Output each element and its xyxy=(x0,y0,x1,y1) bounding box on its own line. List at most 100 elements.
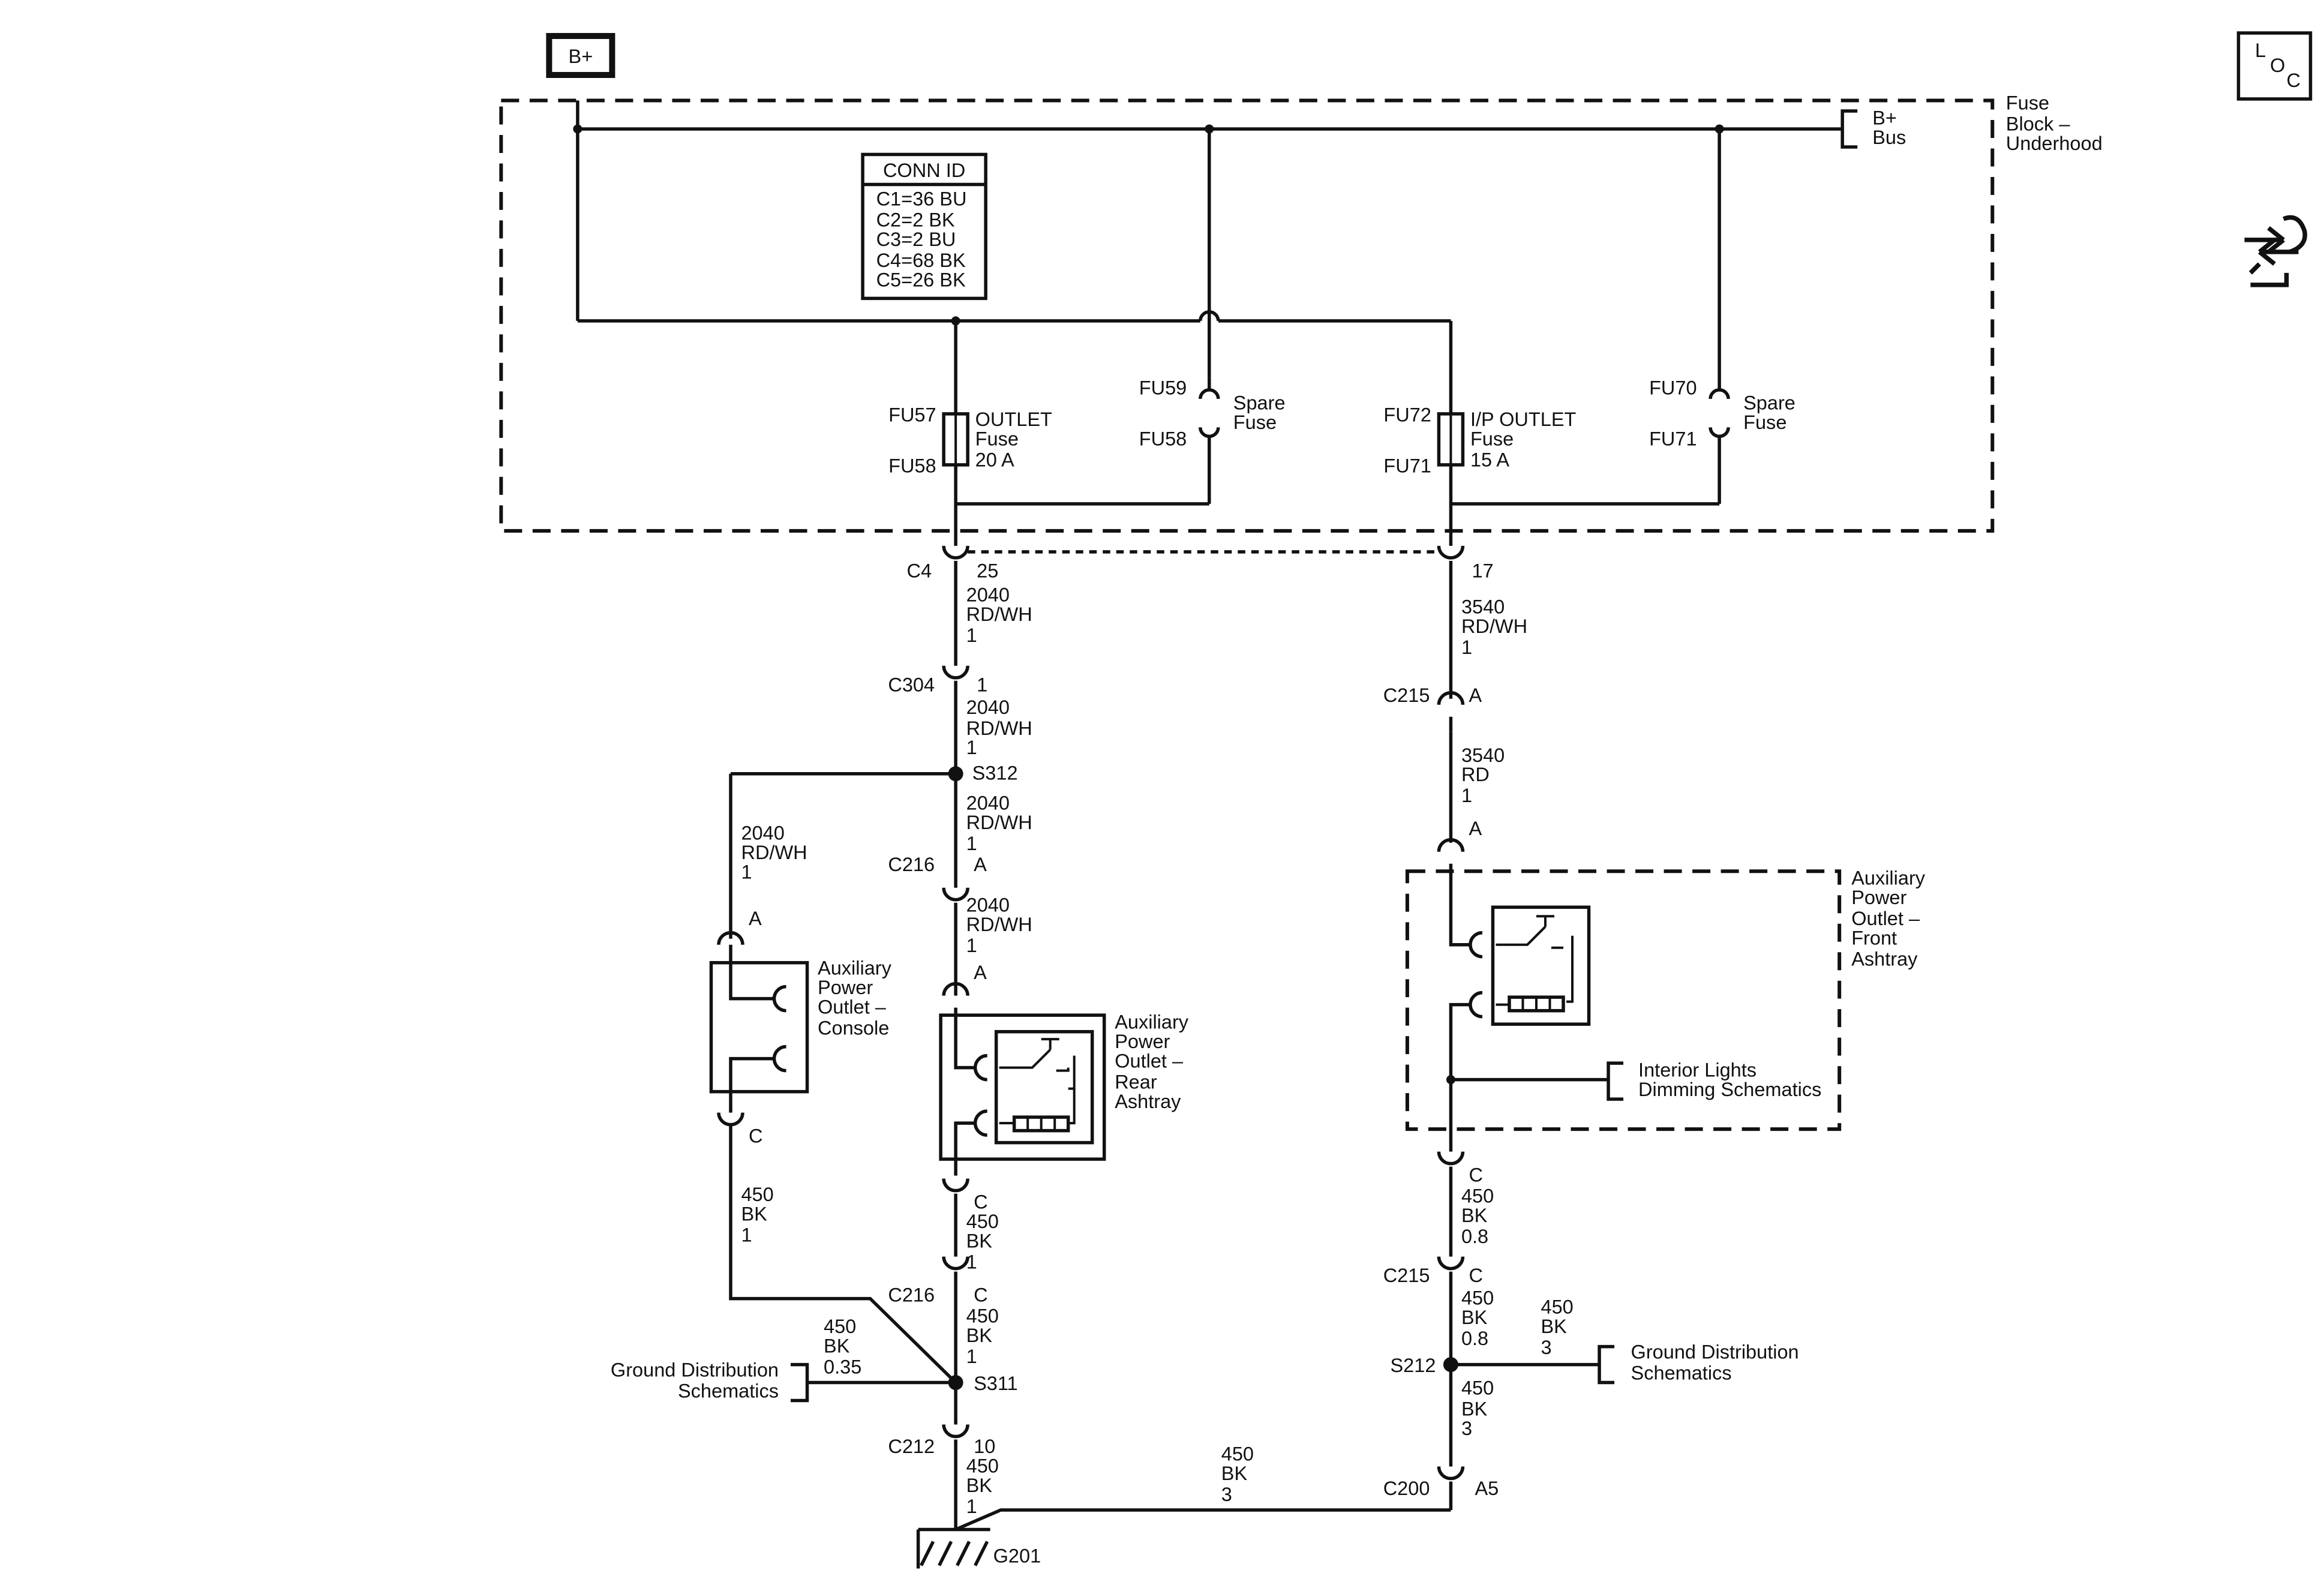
svg-text:C: C xyxy=(749,1125,762,1147)
wire-s212-c200: 450 BK 3 xyxy=(1461,1377,1494,1439)
ground-distribution-right-ref[interactable]: Ground Distribution Schematics xyxy=(1631,1341,1799,1384)
wire-rear-c216: 450 BK 1 xyxy=(966,1211,999,1272)
svg-text:C: C xyxy=(1469,1164,1482,1186)
svg-text:A: A xyxy=(1469,685,1482,706)
svg-text:Ground Distribution: Ground Distribution xyxy=(611,1359,779,1381)
connector-c4-left: C4 25 xyxy=(907,545,998,581)
wire-c4-c304: 2040 RD/WH 1 xyxy=(966,584,1032,646)
svg-text:Fuse: Fuse xyxy=(2006,92,2049,113)
wiring-flow-arrows-icon[interactable] xyxy=(2244,215,2307,287)
svg-text:Underhood: Underhood xyxy=(2006,133,2103,154)
svg-text:FU70: FU70 xyxy=(1649,377,1697,398)
svg-text:Ground Distribution: Ground Distribution xyxy=(1631,1341,1799,1363)
svg-text:Rear: Rear xyxy=(1115,1071,1157,1093)
svg-text:BK: BK xyxy=(1461,1205,1488,1226)
svg-text:2040: 2040 xyxy=(966,792,1010,814)
interior-lights-dimming-ref[interactable]: Interior Lights Dimming Schematics xyxy=(1638,1059,1821,1100)
svg-text:C: C xyxy=(974,1284,987,1306)
fuse-block-outline xyxy=(499,98,1995,533)
wire-s212-branch: 450 BK 3 xyxy=(1541,1296,1573,1358)
svg-text:FU71: FU71 xyxy=(1383,455,1431,476)
fuse-block-title: Fuse Block – Underhood xyxy=(2006,92,2103,154)
svg-text:1: 1 xyxy=(966,625,977,646)
svg-text:BK: BK xyxy=(966,1230,993,1252)
svg-text:3540: 3540 xyxy=(1461,596,1505,617)
svg-text:Spare: Spare xyxy=(1233,392,1286,413)
svg-text:B+: B+ xyxy=(1872,107,1897,128)
svg-text:Auxiliary: Auxiliary xyxy=(818,957,892,979)
connector-c216-lower: C216 C xyxy=(888,1256,988,1306)
ground-dist-left-bracket xyxy=(791,1362,809,1403)
svg-text:15 A: 15 A xyxy=(1470,449,1509,470)
outlet-fuse-labels: FU57 FU58 OUTLET Fuse 20 A xyxy=(888,404,1052,476)
bplus-tag: B+ xyxy=(546,32,615,78)
svg-text:450: 450 xyxy=(1461,1287,1494,1309)
front-ashtray-power-outlet-label: Auxiliary Power Outlet – Front Ashtray xyxy=(1851,867,1926,970)
svg-text:FU58: FU58 xyxy=(1139,428,1187,449)
svg-text:3: 3 xyxy=(1541,1337,1551,1358)
connector-front-in: A xyxy=(1437,818,1482,852)
bus-bracket xyxy=(1840,109,1858,149)
svg-text:C216: C216 xyxy=(888,854,935,875)
splice-s312 xyxy=(948,766,963,782)
spare-fuse-1-labels: FU59 FU58 Spare Fuse xyxy=(1139,377,1286,449)
svg-text:Outlet –: Outlet – xyxy=(818,996,887,1018)
splice-s212-label: S212 xyxy=(1390,1355,1436,1376)
svg-text:C4=68 BK: C4=68 BK xyxy=(876,250,966,271)
svg-text:FU59: FU59 xyxy=(1139,377,1187,398)
svg-text:Ashtray: Ashtray xyxy=(1851,948,1918,970)
wire-console-feed: 2040 RD/WH 1 xyxy=(741,822,807,883)
svg-text:1: 1 xyxy=(741,861,752,883)
wire-console-ground: 450 BK 1 xyxy=(741,1184,773,1245)
svg-text:Front: Front xyxy=(1851,927,1897,949)
svg-text:10: 10 xyxy=(974,1436,995,1457)
svg-text:450: 450 xyxy=(1461,1185,1494,1207)
svg-text:RD/WH: RD/WH xyxy=(741,842,807,863)
connector-c215-upper: C215 A xyxy=(1383,685,1482,732)
svg-text:450: 450 xyxy=(966,1211,999,1232)
connector-console-out: C xyxy=(717,1112,762,1147)
splice-s311 xyxy=(948,1375,963,1391)
svg-text:BK: BK xyxy=(1461,1398,1488,1420)
splice-s311-label: S311 xyxy=(974,1373,1018,1394)
wire-s312-c216: 2040 RD/WH 1 xyxy=(966,792,1032,854)
wire-c304-s312: 2040 RD/WH 1 xyxy=(966,697,1032,758)
svg-text:RD/WH: RD/WH xyxy=(966,604,1032,625)
svg-text:2040: 2040 xyxy=(741,822,784,844)
svg-text:L: L xyxy=(2255,40,2266,61)
svg-text:Outlet –: Outlet – xyxy=(1851,908,1920,929)
svg-text:Fuse: Fuse xyxy=(1470,428,1514,449)
wire-c215-front: 3540 RD 1 xyxy=(1461,745,1505,806)
svg-text:25: 25 xyxy=(977,560,998,581)
svg-text:BK: BK xyxy=(1461,1307,1488,1328)
svg-text:I/P OUTLET: I/P OUTLET xyxy=(1470,409,1577,430)
svg-text:2040: 2040 xyxy=(966,697,1010,718)
location-icon[interactable]: L O C xyxy=(2236,31,2313,101)
svg-text:450: 450 xyxy=(966,1455,999,1477)
front-ashtray-outline xyxy=(1405,869,1842,1131)
ground-distribution-left-ref[interactable]: Ground Distribution Schematics xyxy=(611,1359,779,1402)
connector-c216-upper: C216 A xyxy=(888,854,987,902)
svg-text:Power: Power xyxy=(818,977,873,998)
front-ashtray-power-outlet xyxy=(1449,863,1591,1152)
svg-text:C1=36 BU: C1=36 BU xyxy=(876,188,967,209)
svg-text:450: 450 xyxy=(966,1305,999,1327)
ground-dist-right-bracket xyxy=(1598,1344,1615,1385)
svg-text:20 A: 20 A xyxy=(975,449,1014,470)
svg-text:0.35: 0.35 xyxy=(824,1356,861,1378)
connector-c200: C200 A5 xyxy=(1383,1466,1499,1499)
svg-text:1: 1 xyxy=(977,674,987,695)
svg-text:Power: Power xyxy=(1851,887,1906,908)
svg-text:RD/WH: RD/WH xyxy=(966,812,1032,833)
svg-text:C200: C200 xyxy=(1383,1478,1430,1499)
svg-text:C2=2 BK: C2=2 BK xyxy=(876,209,955,230)
connector-c4-right: 17 xyxy=(1437,545,1494,581)
spare-fuse-1-bottom xyxy=(1199,427,1220,439)
bplus-label: B+ xyxy=(569,46,593,67)
svg-text:OUTLET: OUTLET xyxy=(975,409,1052,430)
svg-text:C215: C215 xyxy=(1383,685,1430,706)
svg-text:C: C xyxy=(974,1191,987,1213)
svg-text:0.8: 0.8 xyxy=(1461,1226,1488,1247)
svg-text:1: 1 xyxy=(966,935,977,956)
svg-text:1: 1 xyxy=(966,1496,977,1517)
